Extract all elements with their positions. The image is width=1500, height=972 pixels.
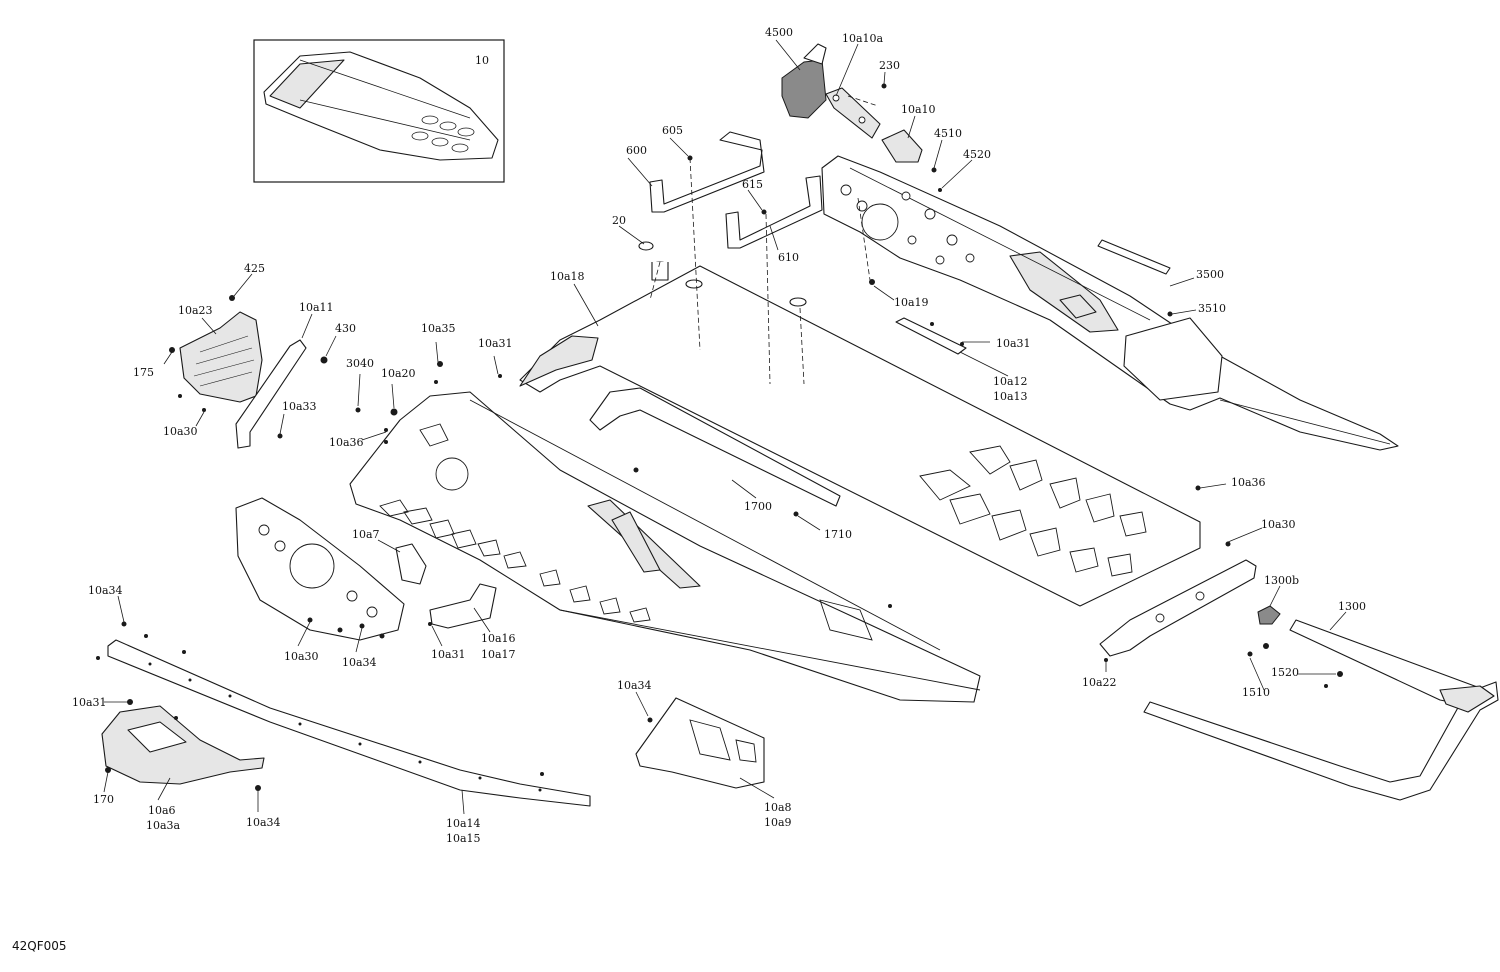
callout-10a36-b: 10a36 xyxy=(1231,476,1266,489)
callout-10a35: 10a35 xyxy=(421,322,456,335)
callout-3040: 3040 xyxy=(346,357,374,370)
callout-10a8: 10a8 xyxy=(764,801,792,814)
plate-10a8 xyxy=(635,697,765,789)
front-plate-left xyxy=(235,497,405,641)
callout-170: 170 xyxy=(93,793,114,806)
callout-605: 605 xyxy=(662,124,683,137)
callout-610: 610 xyxy=(778,251,799,264)
callout-10a34-b: 10a34 xyxy=(342,656,377,669)
inset-label: 10 xyxy=(475,54,489,67)
callout-1700: 1700 xyxy=(744,500,772,513)
fasteners xyxy=(96,83,1343,791)
runner-10a14 xyxy=(107,639,591,807)
callout-10a33: 10a33 xyxy=(282,400,317,413)
bracket-610 xyxy=(725,175,823,249)
callout-10a34-d: 10a34 xyxy=(246,816,281,829)
callout-1710: 1710 xyxy=(824,528,852,541)
callout-10a6: 10a6 xyxy=(148,804,176,817)
bracket-10a23 xyxy=(179,311,263,403)
left-side-rail xyxy=(349,391,981,703)
callout-10a20: 10a20 xyxy=(381,367,416,380)
callout-10a34-a: 10a34 xyxy=(88,584,123,597)
callout-10a12: 10a12 xyxy=(993,375,1028,388)
callout-10a13: 10a13 xyxy=(993,390,1028,403)
callout-1510: 1510 xyxy=(1242,686,1270,699)
callout-10a18: 10a18 xyxy=(550,270,585,283)
bracket-10a12 xyxy=(895,317,967,355)
callout-10a11: 10a11 xyxy=(299,301,334,314)
bracket-10a22 xyxy=(1099,559,1257,657)
callout-175: 175 xyxy=(133,366,154,379)
callout-4520: 4520 xyxy=(963,148,991,161)
rear-bumper-1300 xyxy=(1143,619,1499,801)
callout-4510: 4510 xyxy=(934,127,962,140)
callout-10a30-b: 10a30 xyxy=(1261,518,1296,531)
callout-10a16: 10a16 xyxy=(481,632,516,645)
callout-10a10: 10a10 xyxy=(901,103,936,116)
callout-4500: 4500 xyxy=(765,26,793,39)
callout-1300: 1300 xyxy=(1338,600,1366,613)
bracket-10a7 xyxy=(395,543,427,585)
skid-plate-10a6 xyxy=(101,705,265,785)
callout-10a22: 10a22 xyxy=(1082,676,1117,689)
bracket-10a10a xyxy=(825,87,881,139)
callout-230: 230 xyxy=(879,59,900,72)
callout-10a17: 10a17 xyxy=(481,648,516,661)
callout-10a9: 10a9 xyxy=(764,816,792,829)
callout-10a34-c: 10a34 xyxy=(617,679,652,692)
callout-10a31-b: 10a31 xyxy=(996,337,1031,350)
inset-overview: 10 xyxy=(253,39,505,183)
tunnel-top-panel xyxy=(519,241,1201,607)
callout-10a15: 10a15 xyxy=(446,832,481,845)
bracket-10a11 xyxy=(235,339,307,449)
callout-10a36-a: 10a36 xyxy=(329,436,364,449)
callout-10a14: 10a14 xyxy=(446,817,481,830)
callout-600: 600 xyxy=(626,144,647,157)
bracket-10a16 xyxy=(429,583,497,629)
bracket-600 xyxy=(649,131,765,213)
callout-10a23: 10a23 xyxy=(178,304,213,317)
callout-10a31-a: 10a31 xyxy=(478,337,513,350)
callout-430: 430 xyxy=(335,322,356,335)
callout-10a30-a: 10a30 xyxy=(163,425,198,438)
callout-10a3a: 10a3a xyxy=(146,819,181,832)
callout-10a7: 10a7 xyxy=(352,528,380,541)
callout-labels: 4500 10a10a 230 10a10 4510 4520 605 600 … xyxy=(72,26,1366,845)
bracket-10a10 xyxy=(881,129,923,163)
callout-10a30-c: 10a30 xyxy=(284,650,319,663)
callout-10a31-c: 10a31 xyxy=(431,648,466,661)
callout-20: 20 xyxy=(612,214,626,227)
strap-3500 xyxy=(1097,239,1171,275)
callout-10a31-d: 10a31 xyxy=(72,696,107,709)
callout-1520: 1520 xyxy=(1271,666,1299,679)
bracket-1300b xyxy=(1257,605,1281,625)
callout-615: 615 xyxy=(742,178,763,191)
right-side-rail xyxy=(821,155,1399,451)
diagram-code: 42QF005 xyxy=(12,939,67,953)
callout-1300b: 1300b xyxy=(1264,574,1299,587)
callout-425: 425 xyxy=(244,262,265,275)
callout-3510: 3510 xyxy=(1198,302,1226,315)
bracket-4500 xyxy=(781,43,827,119)
callout-10a10a: 10a10a xyxy=(842,32,884,45)
callout-10a19: 10a19 xyxy=(894,296,929,309)
callout-3500: 3500 xyxy=(1196,268,1224,281)
leader-lines xyxy=(103,39,1347,815)
